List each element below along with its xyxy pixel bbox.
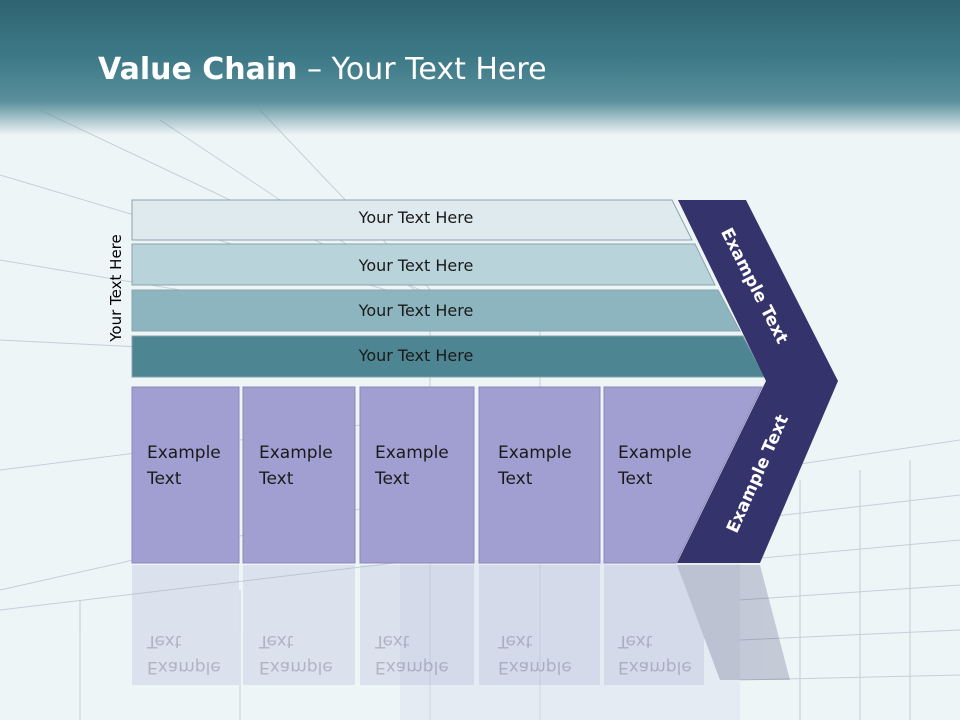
column-box-4 — [478, 386, 601, 564]
title-rest: – Your Text Here — [297, 52, 547, 87]
row-bar-3 — [131, 289, 741, 332]
column-reflection-3 — [360, 565, 474, 685]
column-box-5 — [603, 386, 763, 564]
column-label-reflection-3: Example Text — [375, 631, 449, 677]
column-reflection-5 — [604, 565, 704, 685]
row-bar-1 — [131, 199, 693, 241]
column-reflection-2 — [243, 565, 355, 685]
column-label-4: Example Text — [498, 443, 572, 489]
column-label-5: Example Text — [618, 443, 692, 489]
row-label-2: Your Text Here — [358, 256, 474, 275]
column-reflection-4 — [479, 565, 600, 685]
column-label-1: Example Text — [147, 443, 221, 489]
chevron-reflection — [677, 565, 790, 680]
column-box-3 — [359, 386, 475, 564]
column-box-2 — [242, 386, 356, 564]
column-label-2: Example Text — [259, 443, 333, 489]
diagram-reflection — [132, 565, 790, 685]
column-label-reflection-4: Example Text — [498, 631, 572, 677]
column-label-3: Example Text — [375, 443, 449, 489]
chevron-arrow — [677, 200, 838, 563]
column-label-reflection-2: Example Text — [259, 631, 333, 677]
column-label-reflection-5: Example Text — [618, 631, 692, 677]
row-label-1: Your Text Here — [358, 208, 474, 227]
slide-title: Value Chain – Your Text Here — [98, 52, 547, 87]
title-bold: Value Chain — [98, 52, 298, 87]
row-label-4: Your Text Here — [358, 346, 474, 365]
row-label-3: Your Text Here — [358, 301, 474, 320]
column-box-1 — [131, 386, 240, 564]
row-bar-2 — [131, 243, 716, 286]
column-label-reflection-1: Example Text — [147, 631, 221, 677]
header-band — [0, 0, 960, 135]
column-reflection-1 — [132, 565, 239, 685]
